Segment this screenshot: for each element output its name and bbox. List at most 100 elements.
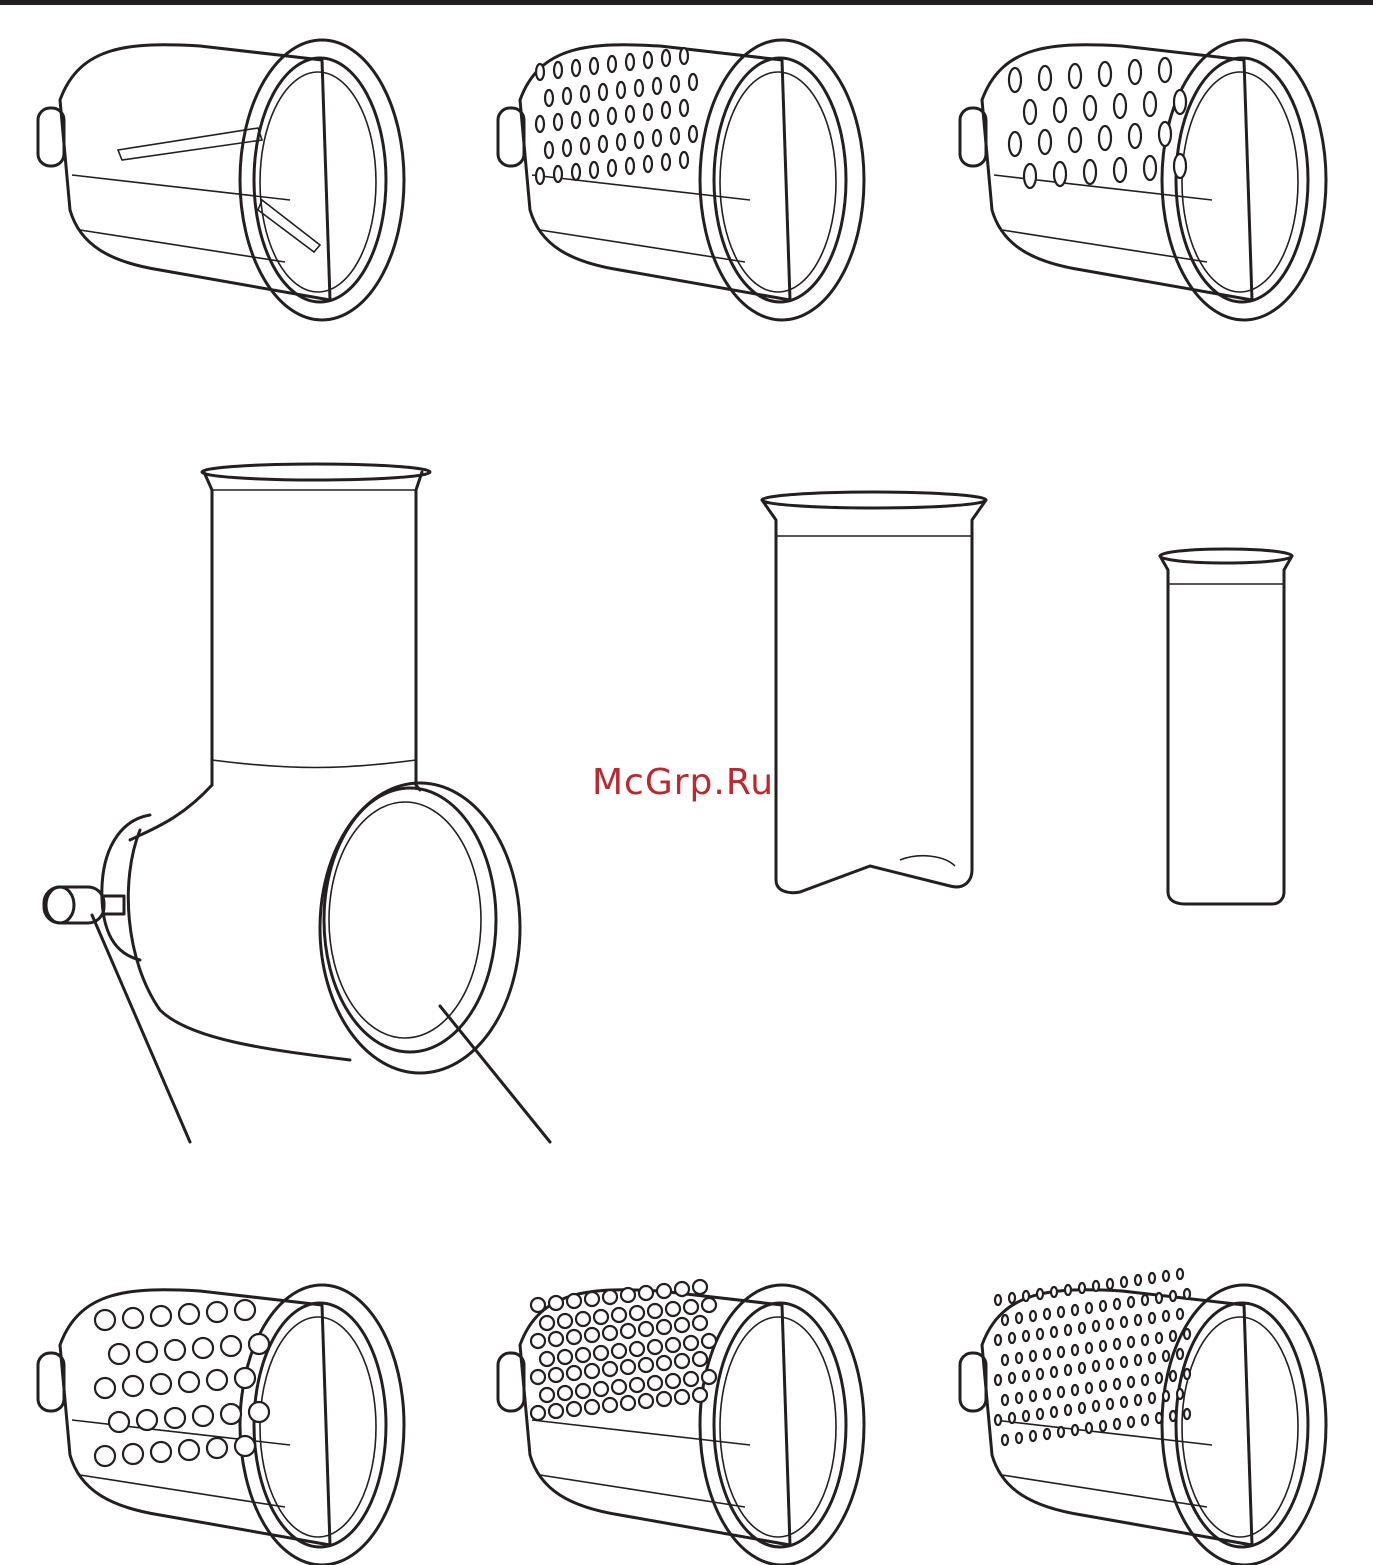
drum-hole [657,1284,671,1298]
drum-hole [1149,1393,1155,1403]
drum-hole [626,158,634,174]
drum-hole [1044,1429,1050,1439]
drum-hole [531,1334,545,1348]
drum-hole [689,74,697,90]
drum-hole [1135,1275,1141,1285]
drum-hole [1128,1377,1134,1387]
drum-hole [684,1300,698,1314]
drum-hole [1072,1305,1078,1315]
drum-hole [1039,66,1051,90]
drum-hole [207,1370,227,1390]
drum-hole [648,1304,662,1318]
drum-hole [680,100,688,116]
drum-hole [1156,1373,1162,1383]
drum-hole [666,1302,680,1316]
watermark-text: McGrp.Ru [592,762,774,803]
drum-hole [603,1398,617,1412]
drum-hole [1069,64,1081,88]
drum-hole [1009,132,1021,156]
drum-hole [1121,1357,1127,1367]
drum-hole [567,1294,581,1308]
drum-hole [221,1404,241,1424]
drum-hole [1142,1375,1148,1385]
drum-hole [549,1296,563,1310]
drum-hole [1072,1425,1078,1435]
drum-hole [1135,1355,1141,1365]
drum-hole [599,84,607,100]
fine-grating-drum [498,1280,864,1565]
drum-hole [1002,1315,1008,1325]
drum-hole [590,58,598,74]
drum-hole [1149,1313,1155,1323]
drum-hole [151,1306,171,1326]
drum-hole [1054,98,1066,122]
drum-hole [1159,58,1171,82]
drum-hole [612,1344,626,1358]
drum-hole [1149,1353,1155,1363]
drum-hole [1114,1299,1120,1309]
drum-hole [1044,1309,1050,1319]
drum-hole [1177,1309,1183,1319]
drum-hole [1107,1279,1113,1289]
drum-hole [540,1352,554,1366]
drum-hole [1121,1397,1127,1407]
thick-shredding-drum [960,40,1326,320]
drum-hole [549,1404,563,1418]
drum-hole [554,166,562,182]
drum-hole [1039,130,1051,154]
drum-hole [536,64,544,80]
drum-hole [179,1440,199,1460]
drum-hole [621,1396,635,1410]
drum-hole [689,126,697,142]
drum-hole [151,1374,171,1394]
drum-hole [1037,1409,1043,1419]
drum-hole [644,156,652,172]
drum-hole [621,1360,635,1374]
drum-hole [1058,1387,1064,1397]
drum-hole [603,1326,617,1340]
drum-hole [657,1392,671,1406]
drum-hole [1170,1291,1176,1301]
drum-hole [540,1388,554,1402]
fine-shredding-drum [960,1269,1326,1565]
drum-hole [193,1406,213,1426]
drum-hole [179,1372,199,1392]
drum-hole [1051,1327,1057,1337]
drum-hole [1135,1315,1141,1325]
drum-hole [1030,1431,1036,1441]
drum-hole [1037,1369,1043,1379]
drum-hole [235,1300,255,1320]
drum-hole [1051,1287,1057,1297]
drum-hole [554,114,562,130]
grating-drum [38,1285,404,1565]
drum-hole [1086,1343,1092,1353]
drum-hole [1030,1351,1036,1361]
drum-hole [249,1334,269,1354]
drum-hole [662,154,670,170]
drum-hole [1058,1307,1064,1317]
drum-hole [1023,1411,1029,1421]
coarse-shredding-drum [498,40,864,320]
drum-hole [1156,1413,1162,1423]
drum-hole [585,1364,599,1378]
drum-hole [165,1408,185,1428]
drum-hole [621,1324,635,1338]
drum-hole [123,1376,143,1396]
drum-hole [594,1346,608,1360]
drum-hole [1099,126,1111,150]
drum-hole [684,1372,698,1386]
drum-hole [1024,164,1036,188]
top-rule [0,0,1373,5]
drum-hole [639,1358,653,1372]
drum-hole [1086,1383,1092,1393]
drum-hole [612,1308,626,1322]
drum-hole [1079,1283,1085,1293]
drum-hole [1177,1389,1183,1399]
drum-hole [1114,1339,1120,1349]
drum-hole [1093,1401,1099,1411]
drum-hole [1184,1289,1190,1299]
drum-hole [95,1310,115,1330]
drum-hole [109,1344,129,1364]
drum-hole [630,1378,644,1392]
drum-hole [1142,1335,1148,1345]
